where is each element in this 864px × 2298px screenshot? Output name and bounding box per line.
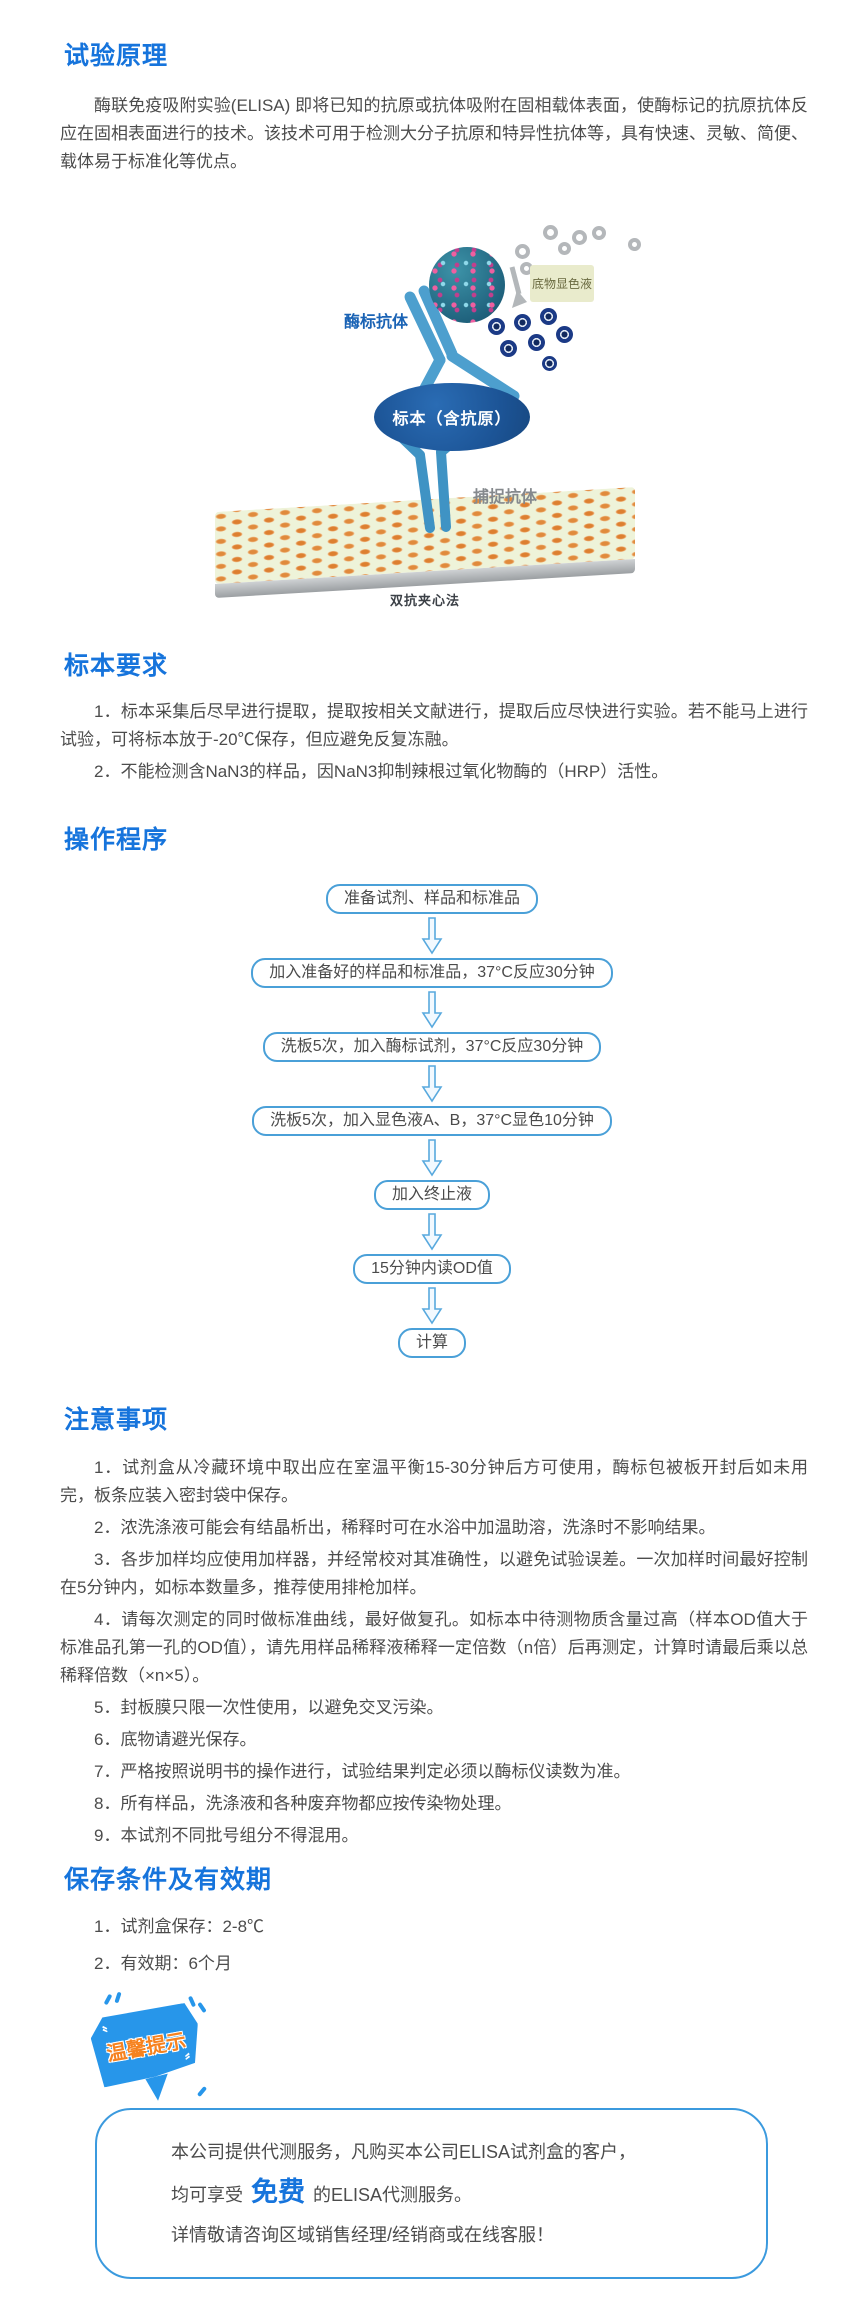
enzyme-antibody-label: 酶标抗体 <box>344 314 409 331</box>
heading-principle: 试验原理 <box>64 43 169 70</box>
flow-arrow-icon <box>421 1065 443 1103</box>
flow-step-2: 加入准备好的样品和标准品，37°C反应30分钟 <box>251 958 613 988</box>
product-particle <box>556 326 573 343</box>
storage-item: 1．试剂盒保存：2-8℃ <box>94 1917 265 1936</box>
substrate-particle <box>592 226 606 240</box>
flow-arrow-icon <box>421 917 443 955</box>
substrate-particle <box>572 230 587 245</box>
quote-close-icon: 〞 <box>184 2051 202 2071</box>
product-particle <box>540 308 557 325</box>
diagram-caption: 双抗夹心法 <box>389 593 460 608</box>
note-item: 4．请每次测定的同时做标准曲线，最好做复孔。如标本中待测物质含量过高（样本OD值… <box>60 1610 808 1685</box>
service-line-2-suffix: 的ELISA代测服务。 <box>313 2185 473 2205</box>
capture-antibody-label: 捕捉抗体 <box>473 489 538 506</box>
flow-step-6: 15分钟内读OD值 <box>353 1254 511 1284</box>
note-item: 3．各步加样均应使用加样器，并经常校对其准确性，以避免试验误差。一次加样时间最好… <box>60 1550 808 1597</box>
free-highlight: 免费 <box>251 2177 305 2207</box>
note-item: 7．严格按照说明书的操作进行，试验结果判定必须以酶标仪读数为准。 <box>94 1762 631 1781</box>
procedure-flowchart: 准备试剂、样品和标准品 加入准备好的样品和标准品，37°C反应30分钟 洗板5次… <box>0 884 864 1358</box>
service-box: 本公司提供代测服务，凡购买本公司ELISA试剂盒的客户， 均可享受免费的ELIS… <box>95 2108 768 2279</box>
service-line-2-prefix: 均可享受 <box>171 2185 243 2205</box>
principle-text: 酶联免疫吸附实验(ELISA) 即将已知的抗原或抗体吸附在固相载体表面，使酶标记… <box>60 96 808 171</box>
substrate-label: 底物显色液 <box>530 265 594 302</box>
heading-storage: 保存条件及有效期 <box>64 1867 273 1894</box>
sparkle-dash-icon <box>114 1991 122 2004</box>
flow-arrow-icon <box>421 991 443 1029</box>
service-line-2: 均可享受免费的ELISA代测服务。 <box>171 2172 726 2215</box>
note-item: 5．封板膜只限一次性使用，以避免交叉污染。 <box>94 1698 444 1717</box>
specimen-ellipse: 标本（含抗原） <box>374 383 530 451</box>
note-item: 6．底物请避光保存。 <box>94 1730 257 1749</box>
flow-step-5: 加入终止液 <box>373 1180 490 1210</box>
flow-step-7: 计算 <box>397 1328 466 1358</box>
enzyme-sphere <box>429 247 505 323</box>
warm-tip-text: 温馨提示 <box>105 2029 188 2066</box>
warm-tip-bubble: 〝 温馨提示 〞 <box>88 2002 204 2089</box>
flow-arrow-icon <box>421 1139 443 1177</box>
substrate-particle <box>515 244 530 259</box>
notes-list: 1．试剂盒从冷藏环境中取出应在室温平衡15-30分钟后方可使用，酶标包被板开封后… <box>0 1454 864 1850</box>
product-particle <box>528 334 545 351</box>
flow-step-1: 准备试剂、样品和标准品 <box>325 884 538 914</box>
substrate-particle <box>558 242 571 255</box>
note-item: 9．本试剂不同批号组分不得混用。 <box>94 1826 359 1845</box>
service-line-3: 详情敬请咨询区域销售经理/经销商或在线客服！ <box>171 2225 554 2245</box>
storage-item: 2．有效期：6个月 <box>94 1954 232 1973</box>
substrate-particle <box>628 238 641 251</box>
substrate-particle <box>543 225 558 240</box>
heading-notes: 注意事项 <box>64 1407 169 1434</box>
warm-tip-tail <box>145 2073 174 2103</box>
service-line-1: 本公司提供代测服务，凡购买本公司ELISA试剂盒的客户， <box>171 2142 637 2162</box>
sparkle-dash-icon <box>103 1993 113 2006</box>
elisa-diagram: 底物显色液 酶标抗体 标本（含抗原） 捕捉抗体 双抗夹心法 <box>0 180 864 620</box>
product-particle <box>488 318 505 335</box>
sparkle-dash-icon <box>187 1995 197 2008</box>
storage-list: 1．试剂盒保存：2-8℃ 2．有效期：6个月 <box>0 1908 864 1982</box>
sparkle-dash-icon <box>197 2001 207 2014</box>
heading-procedure: 操作程序 <box>64 827 169 854</box>
flow-step-3: 洗板5次，加入酶标试剂，37°C反应30分钟 <box>262 1032 602 1062</box>
sparkle-dash-icon <box>196 2086 208 2097</box>
flow-step-4: 洗板5次，加入显色液A、B，37°C显色10分钟 <box>252 1106 612 1136</box>
product-particle <box>514 314 531 331</box>
specimen-item: 2．不能检测含NaN3的样品，因NaN3抑制辣根过氧化物酶的（HRP）活性。 <box>94 762 669 781</box>
flow-arrow-icon <box>421 1213 443 1251</box>
note-item: 8．所有样品，洗涤液和各种废弃物都应按传染物处理。 <box>94 1794 512 1813</box>
warm-tip-badge: 〝 温馨提示 〞 <box>82 1991 232 2106</box>
product-particle <box>542 356 557 371</box>
note-item: 1．试剂盒从冷藏环境中取出应在室温平衡15-30分钟后方可使用，酶标包被板开封后… <box>60 1458 808 1505</box>
flow-arrow-icon <box>421 1287 443 1325</box>
specimen-item: 1．标本采集后尽早进行提取，提取按相关文献进行，提取后应尽快进行实验。若不能马上… <box>60 702 808 749</box>
heading-specimen: 标本要求 <box>64 653 169 680</box>
substrate-arrow-icon <box>509 266 527 308</box>
product-particle <box>500 340 517 357</box>
note-item: 2．浓洗涤液可能会有结晶析出，稀释时可在水浴中加温助溶，洗涤时不影响结果。 <box>94 1518 716 1537</box>
